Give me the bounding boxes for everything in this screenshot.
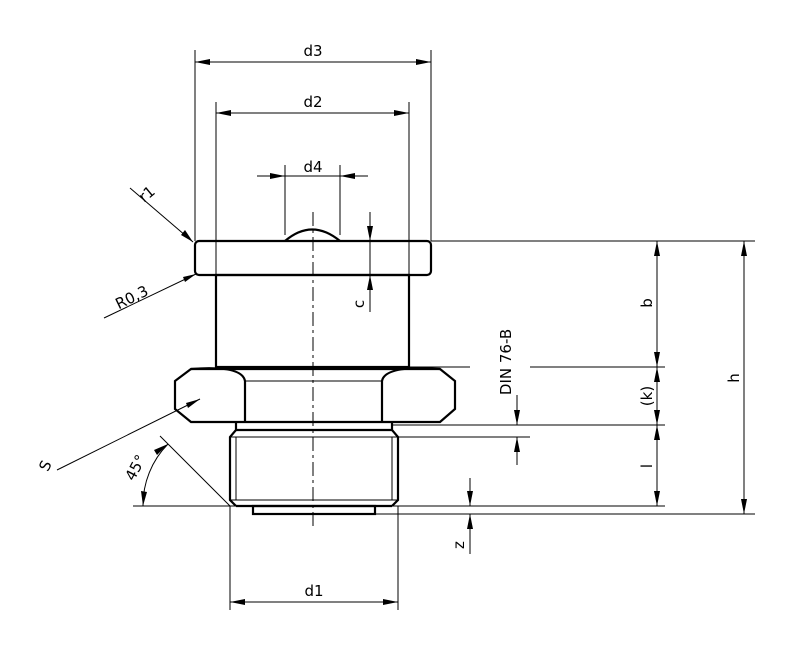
dimension-c: c [350,212,373,312]
ball-head [284,228,341,242]
hex-body [173,367,457,424]
dimension-b: b [638,241,660,367]
label-d1: d1 [304,582,323,600]
hex-facet-right [380,367,441,422]
dimension-z: z [450,478,473,554]
dimension-l: l [638,425,660,506]
dimension-d1: d1 [230,582,398,605]
label-r1: r1 [135,182,159,206]
label-h: h [725,373,743,383]
label-d4: d4 [303,158,322,176]
label-k: (k) [638,386,656,406]
label-din76b: DIN 76-B [497,329,515,395]
dimension-h: h [725,241,747,514]
dimension-d4: d4 [257,158,368,179]
dimension-d3: d3 [195,42,431,65]
label-c: c [350,300,368,308]
label-d2: d2 [303,93,322,111]
leader-r1: r1 [129,182,194,243]
extension-lines [133,50,755,610]
dimension-din76b: DIN 76-B [497,329,520,465]
dimension-d2: d2 [216,93,409,116]
label-z: z [450,541,468,549]
part-outline [173,212,457,528]
label-s: S [35,458,55,474]
bottom-pilot [251,504,377,516]
label-d3: d3 [303,42,322,60]
dimension-k: (k) [638,367,660,425]
leader-r03: R0,3 [103,273,197,319]
label-angle: 45° [121,452,149,484]
thread-undercut-right [390,422,400,507]
dimension-angle: 45° [121,435,231,507]
label-l: l [638,464,656,468]
label-r03: R0,3 [112,282,151,313]
label-b: b [638,298,656,308]
hex-facet-left [190,367,247,422]
thread-undercut [228,422,238,507]
